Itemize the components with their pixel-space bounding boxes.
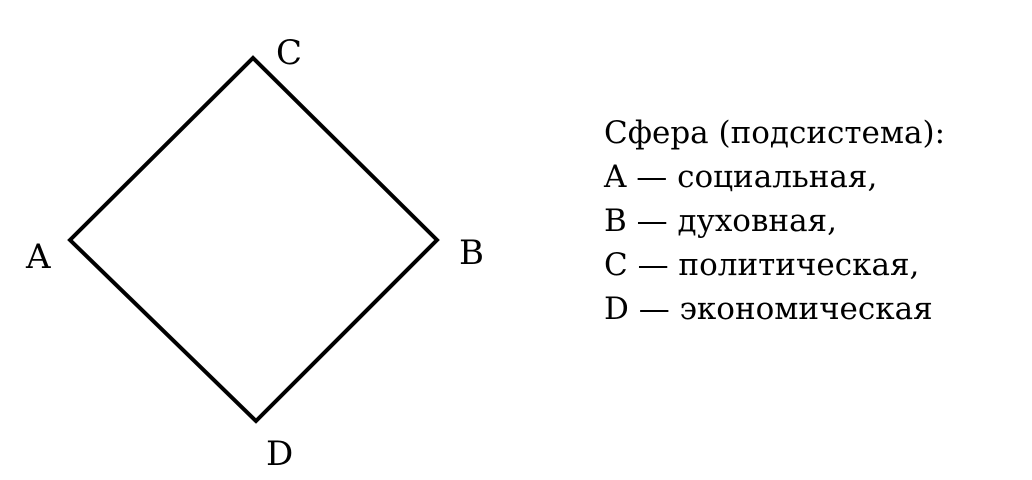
vertex-label-d: D xyxy=(266,434,293,474)
legend-item-b: B — духовная, xyxy=(604,203,837,239)
legend-item-d: D — экономическая xyxy=(604,291,933,327)
rhombus-shape xyxy=(67,55,440,424)
legend-item-a: A — социальная, xyxy=(604,159,878,195)
vertex-label-a: A xyxy=(25,237,51,277)
vertex-label-b: B xyxy=(459,233,484,273)
legend-title: Сфера (подсистема): xyxy=(604,115,946,151)
vertex-label-c: C xyxy=(276,33,302,73)
legend-item-c: C — политическая, xyxy=(604,247,920,283)
legend: Сфера (подсистема): A — социальная, B — … xyxy=(604,111,945,331)
